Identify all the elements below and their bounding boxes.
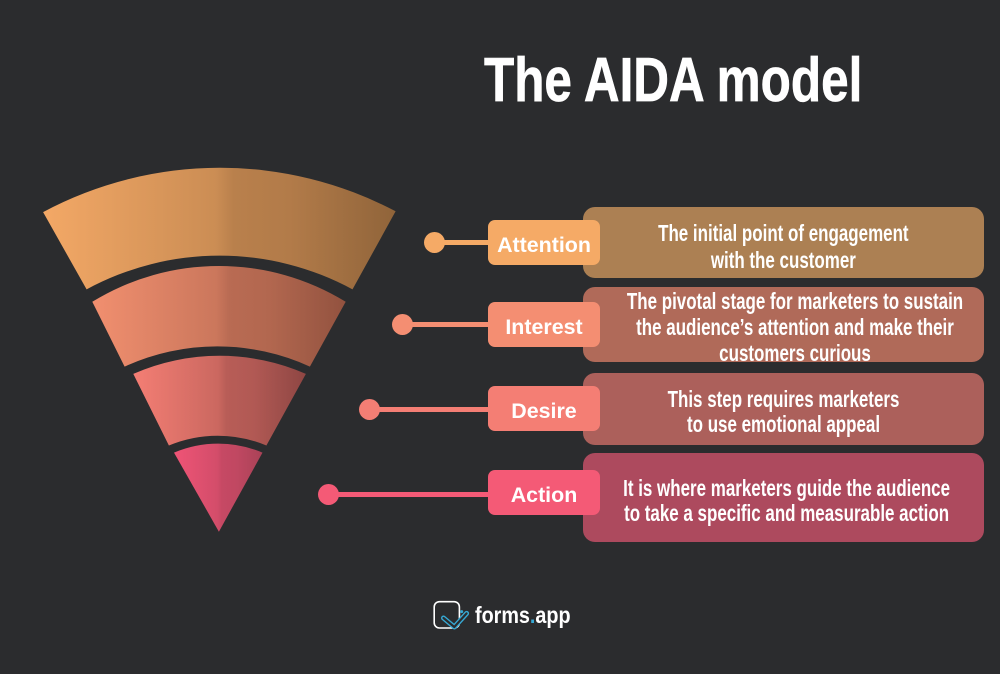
svg-text:forms.app: forms.app: [475, 602, 571, 628]
